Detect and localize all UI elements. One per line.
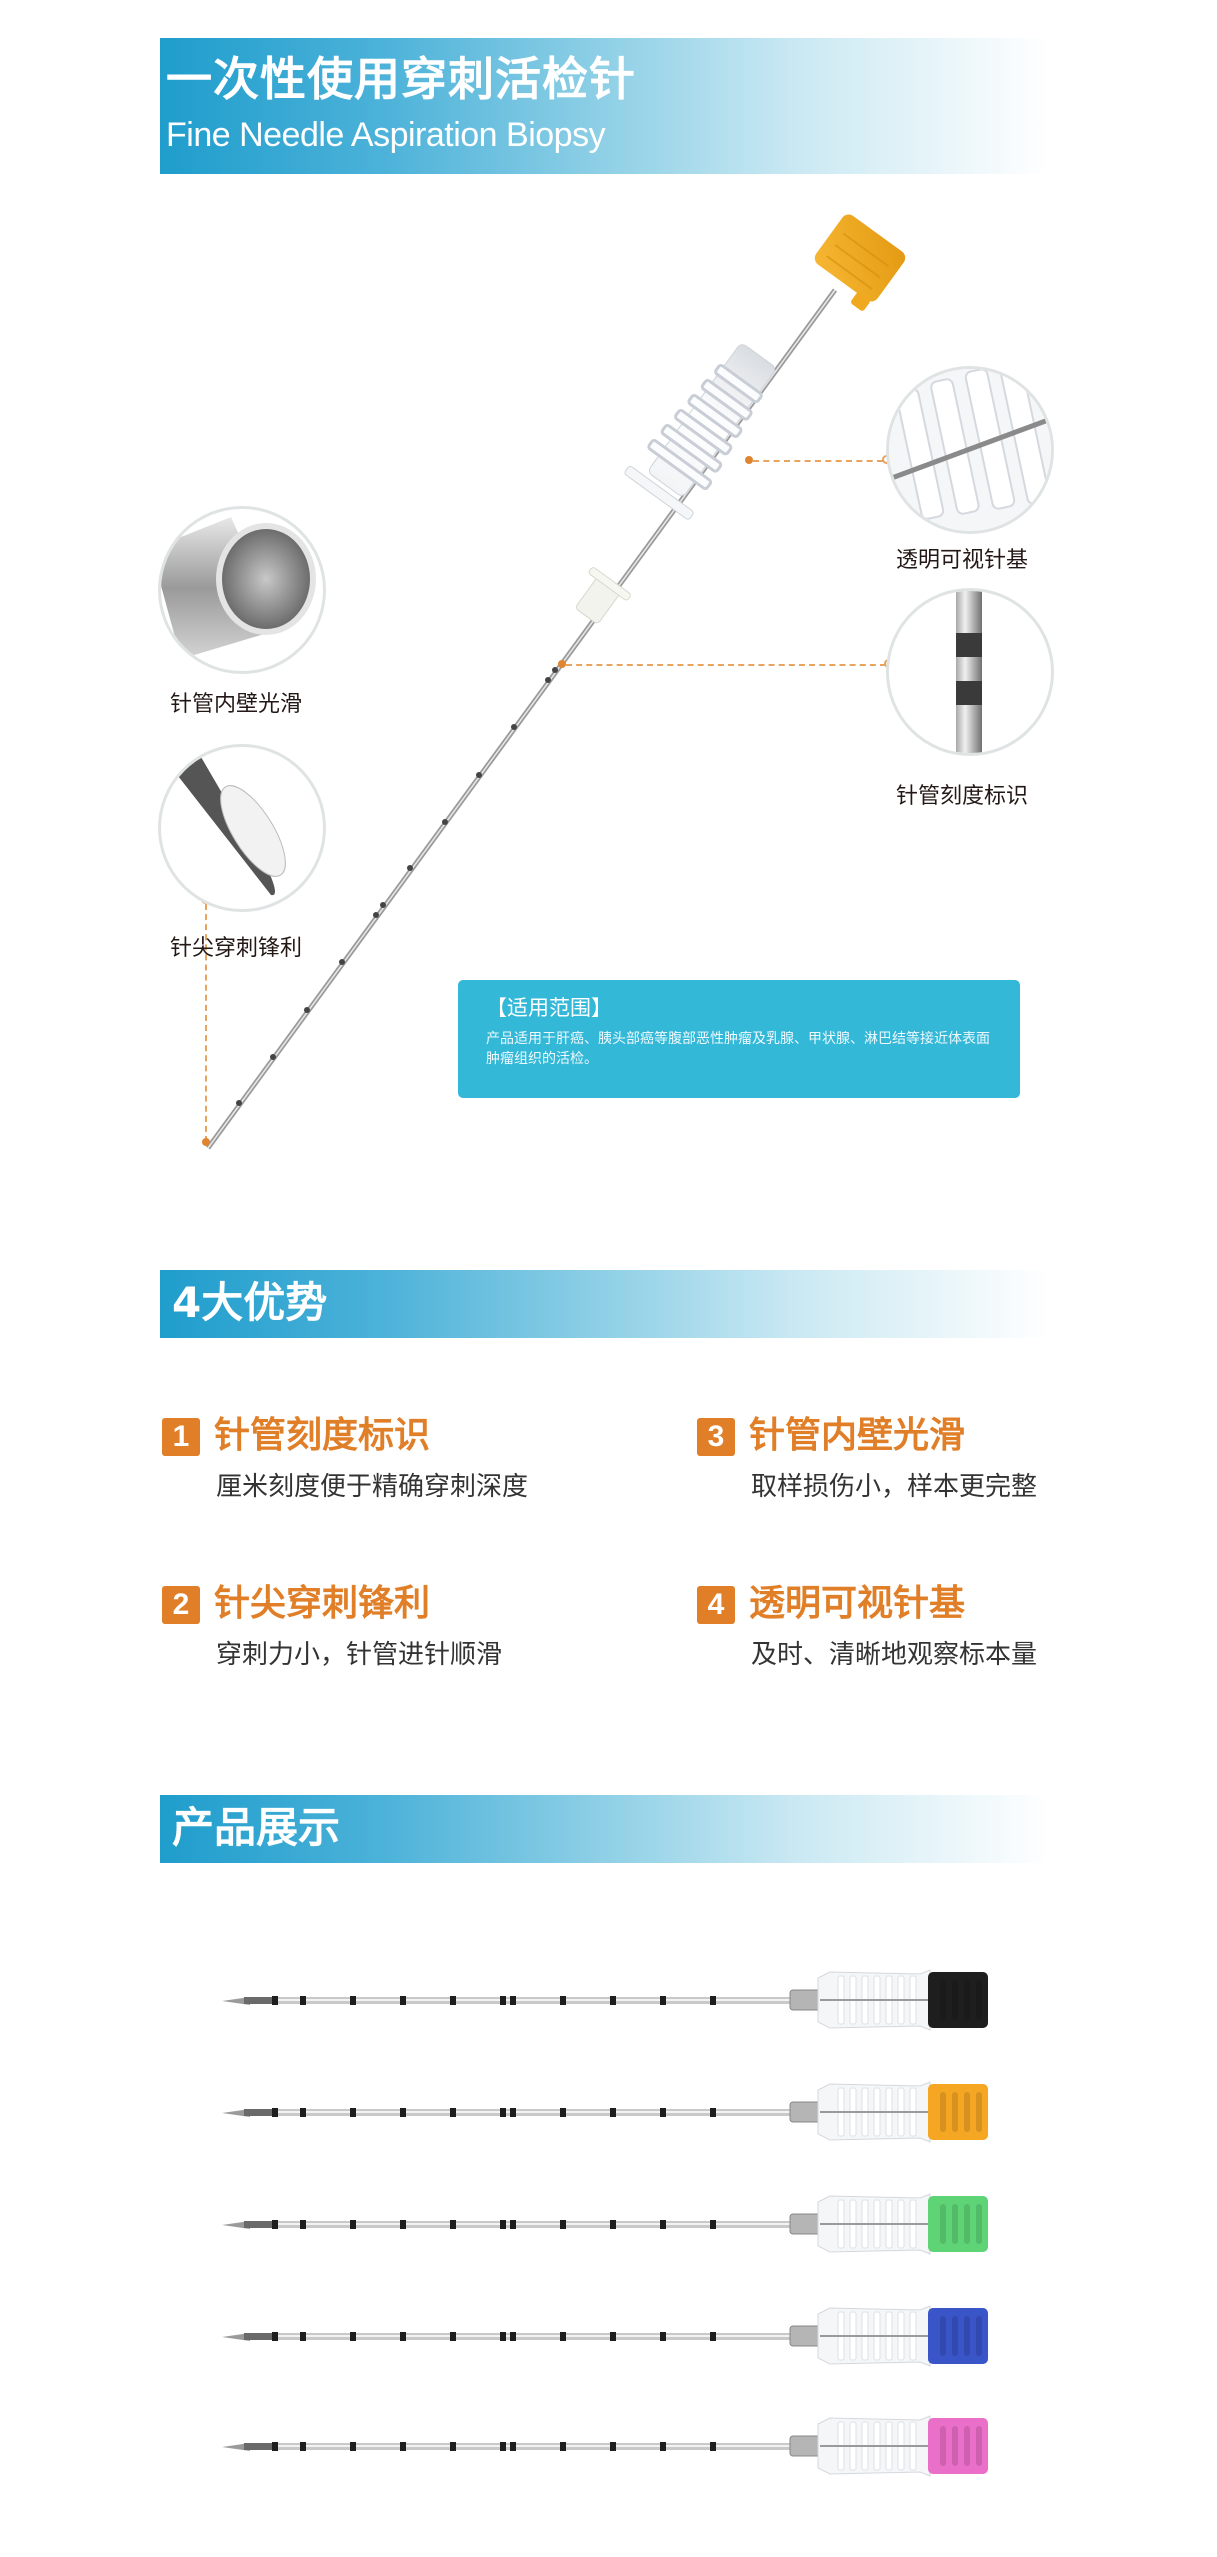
hero-banner: 一次性使用穿刺活检针 Fine Needle Aspiration Biopsy xyxy=(160,38,1050,174)
number-badge: 3 xyxy=(697,1418,735,1456)
blue-cap-needle xyxy=(222,2305,988,2367)
showcase-banner: 产品展示 xyxy=(160,1795,1050,1863)
needle-tip-closeup-icon xyxy=(158,744,326,912)
number-badge: 4 xyxy=(697,1586,735,1624)
orange-cap-needle xyxy=(222,2081,988,2143)
advantage-title: 针管刻度标识 xyxy=(214,1415,431,1456)
advantages-banner: 4大优势 xyxy=(160,1270,1050,1338)
tip-leader-line xyxy=(205,904,207,1142)
scale-markings-closeup-icon xyxy=(886,588,1054,756)
black-cap-needle xyxy=(222,1969,988,2031)
advantage-title: 针尖穿刺锋利 xyxy=(214,1583,431,1624)
advantage-desc: 穿刺力小，针管进针顺滑 xyxy=(216,1640,503,1670)
scope-title: 【适用范围】 xyxy=(486,996,612,1020)
tip-leader-dot xyxy=(202,1138,210,1146)
inner-wall-closeup-icon xyxy=(158,506,326,674)
advantage-title: 针管内壁光滑 xyxy=(749,1415,966,1456)
green-cap-needle xyxy=(222,2193,988,2255)
hero-title-cn: 一次性使用穿刺活检针 xyxy=(166,52,636,106)
advantage-title: 透明可视针基 xyxy=(749,1583,966,1624)
hub-leader-dot xyxy=(745,456,753,464)
callout-label-scale: 针管刻度标识 xyxy=(896,784,1029,809)
advantages-title: 4大优势 xyxy=(172,1278,328,1327)
scope-body: 产品适用于肝癌、胰头部癌等腹部恶性肿瘤及乳腺、甲状腺、淋巴结等接近体表面肿瘤组织… xyxy=(486,1031,990,1068)
callout-label-inner-wall: 针管内壁光滑 xyxy=(170,692,303,717)
main-needle-illustration xyxy=(205,214,906,1150)
showcase-title: 产品展示 xyxy=(172,1803,341,1852)
hero-title-en: Fine Needle Aspiration Biopsy xyxy=(166,116,606,154)
advantage-desc: 厘米刻度便于精确穿刺深度 xyxy=(216,1472,529,1502)
scope-info-box: 【适用范围】 产品适用于肝癌、胰头部癌等腹部恶性肿瘤及乳腺、甲状腺、淋巴结等接近… xyxy=(458,980,1020,1098)
hub-leader-line xyxy=(753,460,883,462)
pink-cap-needle xyxy=(222,2415,988,2477)
number-badge: 2 xyxy=(162,1586,200,1624)
callout-label-hub: 透明可视针基 xyxy=(896,548,1029,573)
number-badge: 1 xyxy=(162,1418,200,1456)
advantage-desc: 及时、清晰地观察标本量 xyxy=(751,1640,1038,1670)
scale-leader-dot xyxy=(558,660,566,668)
callout-label-tip: 针尖穿刺锋利 xyxy=(170,936,303,961)
advantage-desc: 取样损伤小，样本更完整 xyxy=(751,1472,1038,1502)
scale-leader-line xyxy=(566,664,886,666)
transparent-hub-closeup-icon xyxy=(886,366,1054,534)
